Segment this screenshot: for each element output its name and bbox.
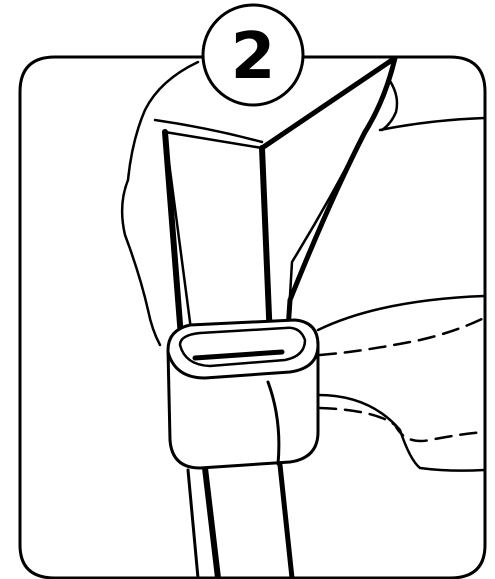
band-loop [168,320,318,468]
frame-tube [188,465,292,578]
strap-clip [165,58,395,362]
stitch-lines [320,318,484,441]
step-badge: 2 [203,5,303,105]
step-number: 2 [231,20,276,94]
